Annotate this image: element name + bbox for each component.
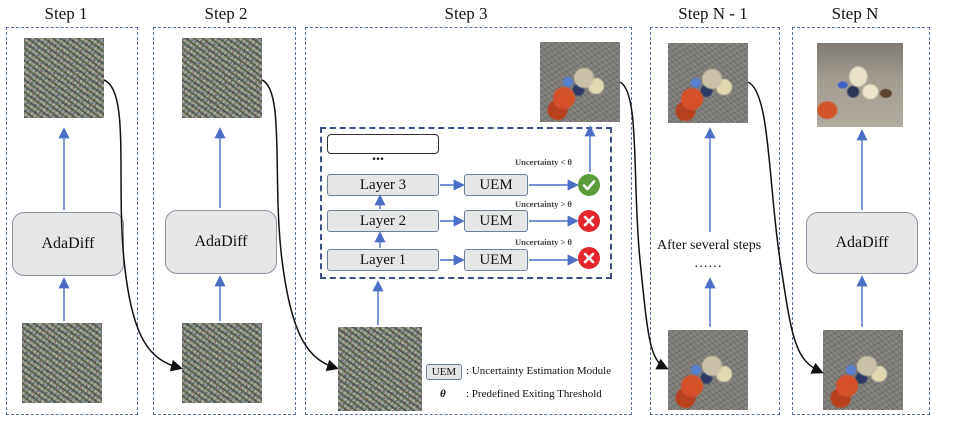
legend-theta-text: : Predefined Exiting Threshold bbox=[466, 388, 602, 400]
step-n-1-input-image bbox=[668, 330, 748, 410]
legend-theta-symbol: θ bbox=[440, 388, 446, 400]
layer-3-box: Layer 3 bbox=[327, 174, 439, 196]
layer-1-condition: Uncertainty > θ bbox=[515, 237, 572, 247]
step-3-input-image bbox=[338, 327, 422, 411]
step-3-title: Step 3 bbox=[444, 4, 488, 23]
cross-icon bbox=[578, 247, 600, 269]
step-1-adadiff-module: AdaDiff bbox=[12, 212, 124, 276]
layer-2-box: Layer 2 bbox=[327, 210, 439, 232]
step-2-title: Step 2 bbox=[204, 4, 248, 23]
check-icon bbox=[578, 174, 600, 196]
layer-2-uem: UEM bbox=[464, 210, 528, 232]
step-2-output-image bbox=[182, 38, 262, 118]
step-n-1-title: Step N - 1 bbox=[678, 4, 748, 23]
step-1-output-image bbox=[24, 38, 104, 118]
step-1-title: Step 1 bbox=[44, 4, 88, 23]
step-n-1-output-image bbox=[668, 43, 748, 123]
legend-uem-text: : Uncertainty Estimation Module bbox=[466, 365, 612, 377]
step-2-adadiff-module: AdaDiff bbox=[165, 210, 277, 274]
layer-3-condition: Uncertainty < θ bbox=[515, 157, 572, 167]
layer-2-condition: Uncertainty > θ bbox=[515, 199, 572, 209]
step-n-adadiff-module: AdaDiff bbox=[806, 212, 918, 274]
legend-uem-tag: UEM bbox=[426, 364, 462, 380]
layer-1-box: Layer 1 bbox=[327, 249, 439, 271]
step-n-input-image bbox=[823, 330, 903, 410]
step-n-1-ellipsis: …… bbox=[694, 256, 722, 271]
layers-ellipsis: ... bbox=[372, 147, 384, 164]
step-3-output-image bbox=[540, 42, 620, 122]
step-n-title: Step N bbox=[831, 4, 879, 23]
step-n-output-image bbox=[817, 43, 903, 127]
step-1-input-image bbox=[22, 323, 102, 403]
after-several-steps-label: After several steps bbox=[657, 238, 762, 253]
layer-3-uem: UEM bbox=[464, 174, 528, 196]
layer-1-uem: UEM bbox=[464, 249, 528, 271]
step-2-input-image bbox=[182, 323, 262, 403]
cross-icon bbox=[578, 210, 600, 232]
